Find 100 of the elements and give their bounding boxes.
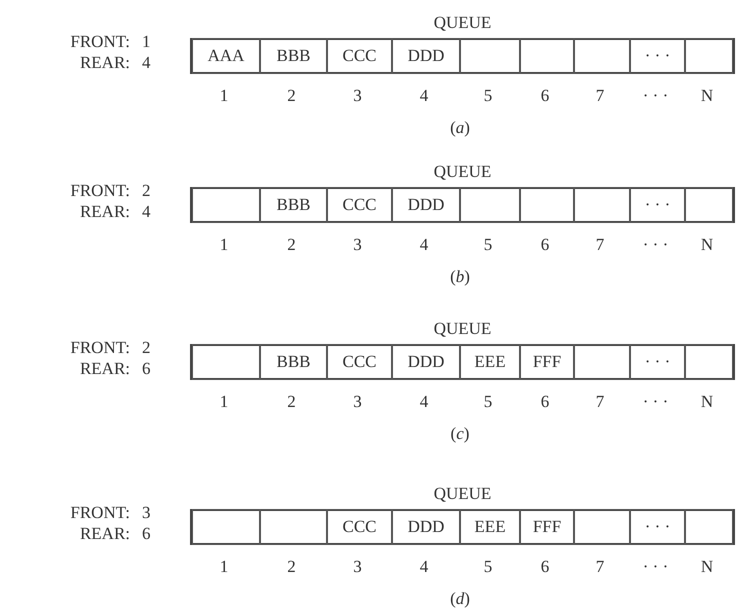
index-number: N — [700, 392, 714, 412]
empty-cell — [192, 509, 260, 545]
cell-value: · · · — [644, 195, 670, 215]
empty-cell — [460, 38, 520, 74]
cell-value: EEE — [474, 517, 506, 537]
empty-cell — [574, 344, 630, 380]
cell-value: · · · — [644, 46, 670, 66]
pointer-value: 6 — [142, 359, 150, 379]
cell-value: BBB — [276, 46, 311, 66]
pointer-value: 2 — [142, 338, 150, 358]
index-number: 3 — [353, 86, 362, 106]
cell-value: CCC — [342, 517, 377, 537]
empty-cell — [192, 344, 260, 380]
array-title: QUEUE — [434, 319, 492, 338]
cell-value: CCC — [342, 46, 377, 66]
index-number: 7 — [596, 235, 604, 255]
figure-caption: (a) — [450, 118, 470, 138]
pointer-value: 4 — [142, 202, 150, 222]
pointer-label: FRONT: — [70, 338, 130, 358]
index-number: 7 — [596, 392, 604, 412]
pointer-value: 1 — [142, 32, 150, 52]
index-number: 4 — [420, 557, 428, 577]
empty-cell — [260, 509, 327, 545]
cell-value: DDD — [408, 352, 444, 372]
pointer-value: 6 — [142, 524, 150, 544]
figure-caption: (d) — [450, 589, 470, 609]
array-cell — [630, 509, 685, 545]
array-cell — [460, 509, 520, 545]
cell-value: DDD — [408, 46, 444, 66]
index-number: 5 — [484, 86, 492, 106]
array-cell — [630, 344, 685, 380]
index-number: N — [700, 557, 714, 577]
index-number: N — [700, 235, 714, 255]
pointer-label: FRONT: — [70, 32, 130, 52]
index-number: 4 — [420, 235, 428, 255]
index-number: 2 — [287, 557, 296, 577]
empty-cell — [520, 38, 574, 74]
index-number: 2 — [287, 235, 296, 255]
pointer-label: REAR: — [80, 202, 130, 222]
pointer-label: REAR: — [80, 53, 130, 73]
pointer-value: 3 — [142, 503, 150, 523]
array-cell — [460, 344, 520, 380]
pointer-value: 4 — [142, 53, 150, 73]
index-number: 3 — [353, 235, 362, 255]
pointer-label: REAR: — [80, 359, 130, 379]
array-cell — [392, 344, 460, 380]
empty-cell — [520, 187, 574, 223]
array-cell — [327, 187, 392, 223]
array-cell — [192, 38, 260, 74]
index-number: 3 — [353, 557, 362, 577]
index-number: 2 — [287, 392, 296, 412]
index-number: · · · — [642, 86, 668, 106]
empty-cell — [460, 187, 520, 223]
cell-value: BBB — [276, 195, 311, 215]
index-number: · · · — [642, 392, 668, 412]
index-number: · · · — [642, 557, 668, 577]
array-cell — [520, 344, 574, 380]
empty-cell — [685, 344, 733, 380]
index-number: 1 — [220, 86, 228, 106]
figure-caption: (c) — [450, 424, 470, 444]
pointer-label: FRONT: — [70, 181, 130, 201]
index-number: 5 — [484, 392, 492, 412]
empty-cell — [574, 38, 630, 74]
cell-value: FFF — [532, 352, 562, 372]
figure-caption: (b) — [450, 267, 470, 287]
index-number: 6 — [540, 235, 550, 255]
pointer-label: FRONT: — [70, 503, 130, 523]
array-cell — [260, 38, 327, 74]
cell-value: EEE — [474, 352, 506, 372]
cell-value: · · · — [644, 352, 670, 372]
array-cell — [327, 344, 392, 380]
cell-value: BBB — [276, 352, 311, 372]
index-number: 5 — [484, 235, 492, 255]
empty-cell — [574, 509, 630, 545]
index-number: · · · — [642, 235, 668, 255]
cell-value: DDD — [408, 195, 444, 215]
empty-cell — [685, 187, 733, 223]
index-number: 1 — [220, 235, 228, 255]
index-number: 3 — [353, 392, 362, 412]
empty-cell — [685, 38, 733, 74]
index-number: N — [700, 86, 714, 106]
array-title: QUEUE — [434, 13, 492, 32]
cell-value: DDD — [408, 517, 444, 537]
index-number: 2 — [287, 86, 296, 106]
array-cell — [392, 187, 460, 223]
index-number: 7 — [596, 86, 604, 106]
cell-value: · · · — [644, 517, 670, 537]
pointer-value: 2 — [142, 181, 150, 201]
index-number: 6 — [540, 557, 550, 577]
index-number: 5 — [484, 557, 492, 577]
empty-cell — [192, 187, 260, 223]
pointer-label: REAR: — [80, 524, 130, 544]
index-number: 7 — [596, 557, 604, 577]
cell-value: FFF — [532, 517, 562, 537]
index-number: 1 — [220, 392, 228, 412]
array-cell — [392, 38, 460, 74]
index-number: 4 — [420, 86, 428, 106]
index-number: 6 — [540, 392, 550, 412]
index-number: 4 — [420, 392, 428, 412]
array-cell — [630, 38, 685, 74]
